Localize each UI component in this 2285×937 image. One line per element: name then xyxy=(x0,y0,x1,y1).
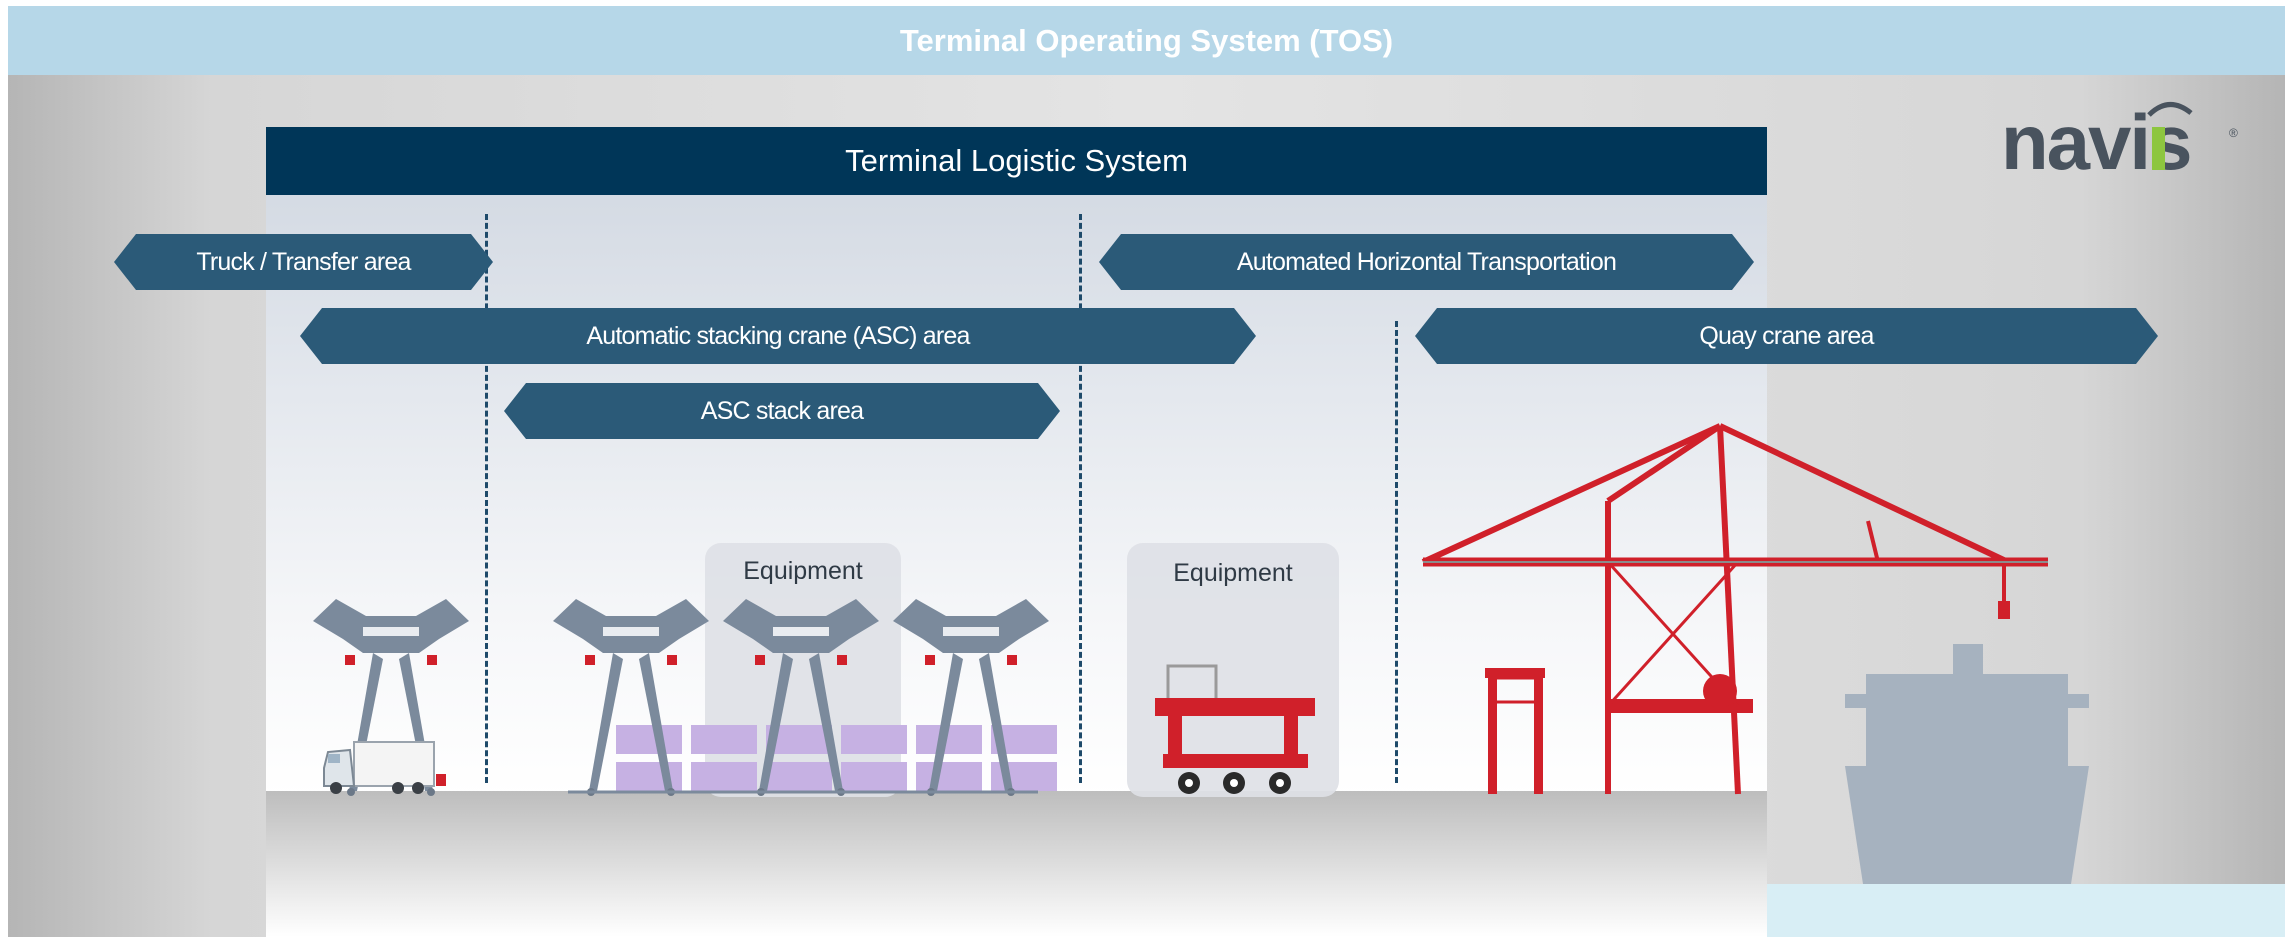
truck-icon xyxy=(323,741,446,794)
divider-asc-horizontal xyxy=(1079,214,1082,783)
area-asc-label: Automatic stacking crane (ASC) area xyxy=(586,321,970,350)
navis-logo-accent xyxy=(2152,127,2165,170)
area-asc-stack: ASC stack area xyxy=(504,383,1060,439)
area-quay-crane-label: Quay crane area xyxy=(1699,321,1874,350)
area-truck-transfer: Truck / Transfer area xyxy=(114,234,493,290)
diagram-canvas: Terminal Operating System (TOS) Terminal… xyxy=(8,6,2285,937)
tos-title: Terminal Operating System (TOS) xyxy=(899,22,1394,58)
divider-horizontal-quay xyxy=(1395,321,1398,783)
area-automated-horizontal-label: Automated Horizontal Transportation xyxy=(1236,247,1617,276)
area-asc-stack-label: ASC stack area xyxy=(700,396,864,425)
tls-header-bar: Terminal Logistic System xyxy=(266,127,1767,195)
navis-logo-swoosh xyxy=(2147,102,2193,117)
navis-logo: navis ® xyxy=(2001,98,2238,186)
area-automated-horizontal-transportation: Automated Horizontal Transportation xyxy=(1099,234,1754,290)
container-stack-icon xyxy=(616,725,1057,791)
equipment-box-asc xyxy=(705,543,901,797)
tos-header-bar: Terminal Operating System (TOS) xyxy=(8,6,2285,75)
area-asc: Automatic stacking crane (ASC) area xyxy=(300,308,1256,364)
sea-area xyxy=(1767,884,2285,937)
ground-area xyxy=(266,791,1767,937)
ship-icon xyxy=(1845,644,2089,884)
straddle-carrier-icon xyxy=(1155,664,1315,794)
registered-mark: ® xyxy=(2229,126,2238,140)
area-quay-crane: Quay crane area xyxy=(1415,308,2158,364)
tls-title: Terminal Logistic System xyxy=(845,143,1188,178)
area-truck-transfer-label: Truck / Transfer area xyxy=(196,247,411,276)
straddle-carrier-icon xyxy=(1485,668,1545,794)
quay-crane-cable-reel xyxy=(1703,674,1737,708)
equipment-illustration xyxy=(313,423,2089,884)
equipment-label-horizontal: Equipment xyxy=(1173,559,1293,587)
equipment-label-asc: Equipment xyxy=(743,557,863,585)
divider-truck-asc xyxy=(485,214,488,783)
